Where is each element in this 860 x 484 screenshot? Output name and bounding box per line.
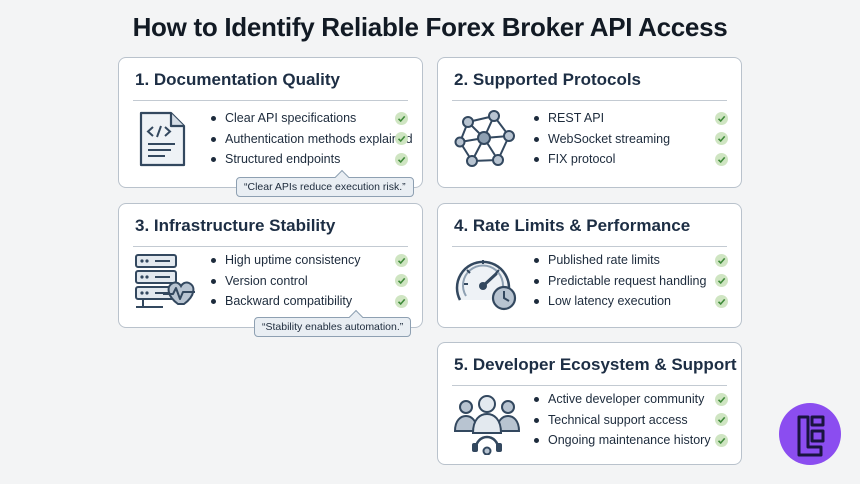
check-icon	[395, 111, 408, 125]
bullet-icon	[211, 136, 216, 142]
card-title: 2. Supported Protocols	[454, 70, 642, 89]
divider	[133, 246, 408, 247]
card-developer-ecosystem: 5. Developer Ecosystem & Support Active …	[437, 342, 742, 465]
check-icon	[395, 294, 408, 308]
community-support-icon	[452, 393, 522, 460]
bullet-icon	[534, 116, 539, 121]
card-rate-limits-performance: 4. Rate Limits & Performance Published r…	[437, 203, 742, 328]
check-icon	[715, 274, 728, 287]
bullet-icon	[211, 258, 216, 263]
list-item: Version control	[211, 271, 408, 292]
card-documentation-quality: 1. Documentation Quality Clear API speci…	[118, 57, 423, 188]
check-icon	[395, 152, 408, 166]
check-icon	[715, 253, 728, 267]
bullet-icon	[534, 157, 539, 162]
card-infrastructure-stability: 3. Infrastructure Stability	[118, 203, 423, 328]
bullet-icon	[534, 438, 539, 443]
speedometer-clock-icon	[454, 252, 520, 317]
list-item: Active developer community	[534, 389, 728, 410]
check-icon	[395, 132, 408, 145]
list-item: Clear API specifications	[211, 108, 408, 129]
network-nodes-icon	[454, 108, 516, 175]
check-icon	[715, 111, 728, 125]
divider	[452, 246, 727, 247]
check-icon	[715, 392, 728, 406]
check-icon	[715, 433, 728, 447]
bullet-icon	[211, 116, 216, 121]
card-title: 5. Developer Ecosystem & Support	[454, 355, 737, 374]
divider	[452, 100, 727, 101]
bullet-icon	[211, 278, 216, 284]
card-supported-protocols: 2. Supported Protocols	[437, 57, 742, 188]
quote-callout: “Stability enables automation.”	[254, 309, 412, 337]
check-icon	[715, 132, 728, 145]
list-item: Backward compatibility	[211, 291, 408, 312]
list-item: Low latency execution	[534, 291, 728, 312]
list-item: Authentication methods explained	[211, 129, 413, 150]
list-item: Predictable request handling	[534, 271, 728, 292]
check-icon	[395, 274, 408, 287]
list-item: WebSocket streaming	[534, 129, 728, 150]
list-item: REST API	[534, 108, 728, 129]
list-item: Technical support access	[534, 410, 728, 431]
bullet-icon	[211, 299, 216, 304]
card-title: 4. Rate Limits & Performance	[454, 216, 691, 235]
list-item: Published rate limits	[534, 250, 728, 271]
check-icon	[715, 413, 728, 426]
list-item: Ongoing maintenance history	[534, 430, 728, 451]
quote-callout: “Clear APIs reduce execution risk.”	[236, 169, 414, 197]
list-item: Structured endpoints	[211, 149, 408, 170]
bullet-icon	[534, 136, 539, 142]
bullet-icon	[534, 278, 539, 284]
check-icon	[715, 152, 728, 166]
document-code-icon	[137, 110, 189, 173]
bullet-icon	[534, 397, 539, 402]
bullet-icon	[534, 417, 539, 423]
divider	[133, 100, 408, 101]
check-icon	[715, 294, 728, 308]
brand-logo-icon	[779, 403, 841, 465]
divider	[452, 385, 727, 386]
list-item: High uptime consistency	[211, 250, 408, 271]
list-item: FIX protocol	[534, 149, 728, 170]
card-title: 3. Infrastructure Stability	[135, 216, 336, 235]
card-title: 1. Documentation Quality	[135, 70, 340, 89]
bullet-icon	[534, 258, 539, 263]
server-heartbeat-icon	[133, 252, 197, 315]
bullet-icon	[211, 157, 216, 162]
check-icon	[395, 253, 408, 267]
page-title: How to Identify Reliable Forex Broker AP…	[132, 12, 728, 42]
bullet-icon	[534, 299, 539, 304]
